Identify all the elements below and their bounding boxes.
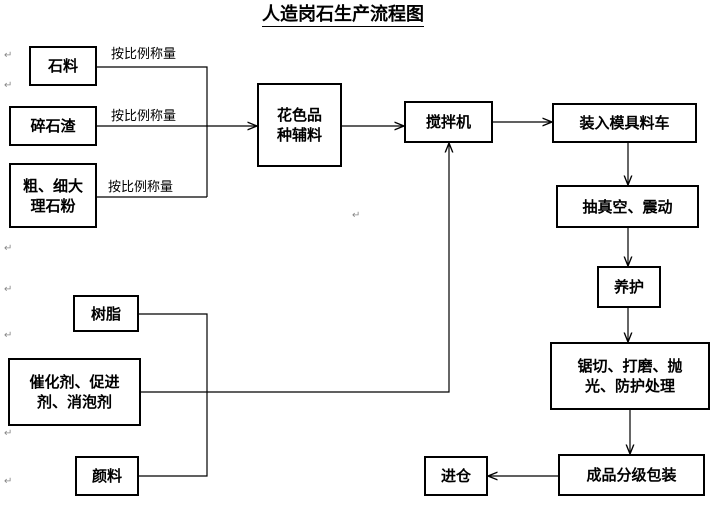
node-curing: 养护 — [597, 266, 661, 308]
diagram-title: 人造岗石生产流程图 — [262, 4, 424, 27]
paragraph-mark: ↵ — [4, 80, 13, 91]
paragraph-mark: ↵ — [4, 284, 13, 295]
node-mixer: 搅拌机 — [404, 101, 493, 143]
node-storage: 进仓 — [424, 456, 488, 496]
node-finishing: 锯切、打磨、抛光、防护处理 — [550, 342, 710, 410]
ratio-label-3: 按比例称量 — [108, 180, 174, 195]
ratio-label-2: 按比例称量 — [111, 109, 177, 124]
ratio-label-1: 按比例称量 — [111, 47, 177, 62]
paragraph-mark: ↵ — [4, 428, 13, 439]
paragraph-mark: ↵ — [4, 476, 13, 487]
node-catalyst: 催化剂、促进剂、消泡剂 — [8, 358, 141, 426]
node-pigment-aux: 花色品种辅料 — [257, 83, 342, 167]
node-gravel: 碎石渣 — [9, 106, 97, 146]
node-mold-cart: 装入模具料车 — [552, 103, 697, 143]
line-resin — [139, 313, 208, 477]
node-color: 颜料 — [75, 456, 139, 496]
line-stone — [97, 66, 208, 197]
node-stone: 石料 — [29, 46, 97, 86]
node-vacuum: 抽真空、震动 — [556, 185, 699, 228]
paragraph-mark: ↵ — [352, 210, 361, 221]
paragraph-mark: ↵ — [4, 243, 13, 254]
paragraph-mark: ↵ — [4, 50, 13, 61]
node-grading: 成品分级包装 — [558, 454, 705, 496]
node-marble-powder: 粗、细大理石粉 — [9, 163, 97, 228]
line-catalyst — [141, 143, 449, 393]
node-resin: 树脂 — [73, 295, 139, 332]
paragraph-mark: ↵ — [4, 330, 13, 341]
